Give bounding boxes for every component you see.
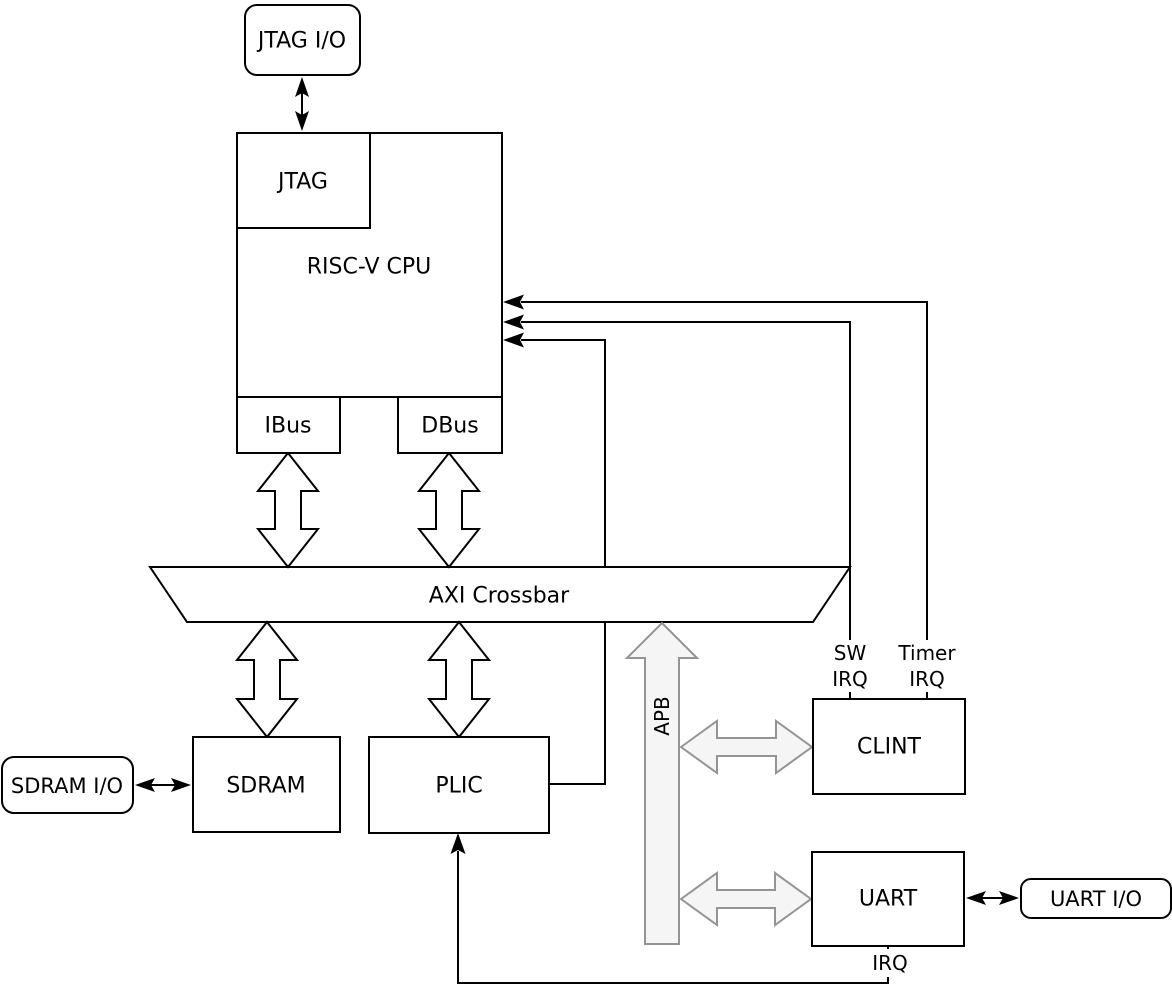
jtag-io-label: JTAG I/O xyxy=(256,29,346,54)
plic-block xyxy=(368,736,550,834)
jtag-block xyxy=(236,132,371,229)
crossbar-sdram-bus-arrow xyxy=(234,620,300,739)
ibus-block xyxy=(236,396,341,454)
uart-irq-label-bg xyxy=(866,949,914,977)
sw-irq-arrowhead-icon xyxy=(503,314,524,330)
plic-irq-arrowhead-icon xyxy=(503,332,524,348)
uart-irq-arrowhead-icon xyxy=(450,833,466,854)
sw-irq-label-bg xyxy=(828,640,872,692)
dbus-label: DBus xyxy=(421,414,478,439)
uart-io-arrow xyxy=(966,891,1019,905)
sw-irq-line xyxy=(521,321,851,699)
dbus-block xyxy=(397,396,503,454)
uart-block xyxy=(811,851,965,947)
sw-irq-label-line2: IRQ xyxy=(832,667,868,691)
axi-crossbar-block xyxy=(148,566,852,623)
cpu-label: RISC-V CPU xyxy=(307,255,432,280)
apb-uart-arrow xyxy=(679,871,813,927)
apb-clint-arrow xyxy=(679,719,814,775)
timer-irq-label-bg xyxy=(895,640,959,692)
axi-crossbar-label: AXI Crossbar xyxy=(429,584,570,609)
plic-label: PLIC xyxy=(435,774,482,799)
apb-bus-label: APB xyxy=(650,696,674,735)
uart-label: UART xyxy=(859,887,918,912)
clint-label: CLINT xyxy=(857,735,922,760)
sdram-block xyxy=(192,736,341,833)
sw-irq-label-line1: SW xyxy=(834,641,867,665)
ibus-crossbar-bus-arrow xyxy=(255,451,321,569)
crossbar-plic-bus-arrow xyxy=(426,620,492,739)
uart-io-label: UART I/O xyxy=(1050,887,1142,911)
timer-irq-line xyxy=(521,301,928,699)
sdram-io-arrow xyxy=(135,778,191,792)
dbus-crossbar-bus-arrow xyxy=(416,451,482,569)
timer-irq-arrowhead-icon xyxy=(503,294,524,310)
apb-bus-arrow xyxy=(624,621,700,945)
plic-irq-line xyxy=(521,339,606,785)
uart-irq-label: IRQ xyxy=(872,951,908,975)
timer-irq-label-line2: IRQ xyxy=(909,667,945,691)
sdram-label: SDRAM xyxy=(226,774,305,799)
ibus-label: IBus xyxy=(265,414,312,439)
clint-block xyxy=(812,698,966,795)
uart-io-block xyxy=(1020,878,1172,919)
timer-irq-label-line1: Timer xyxy=(897,641,956,665)
sdram-io-label: SDRAM I/O xyxy=(11,774,123,798)
jtag-io-cpu-arrow xyxy=(295,77,309,131)
sdram-io-block xyxy=(1,756,134,814)
jtag-io-block xyxy=(244,4,361,76)
jtag-label: JTAG xyxy=(276,170,328,195)
